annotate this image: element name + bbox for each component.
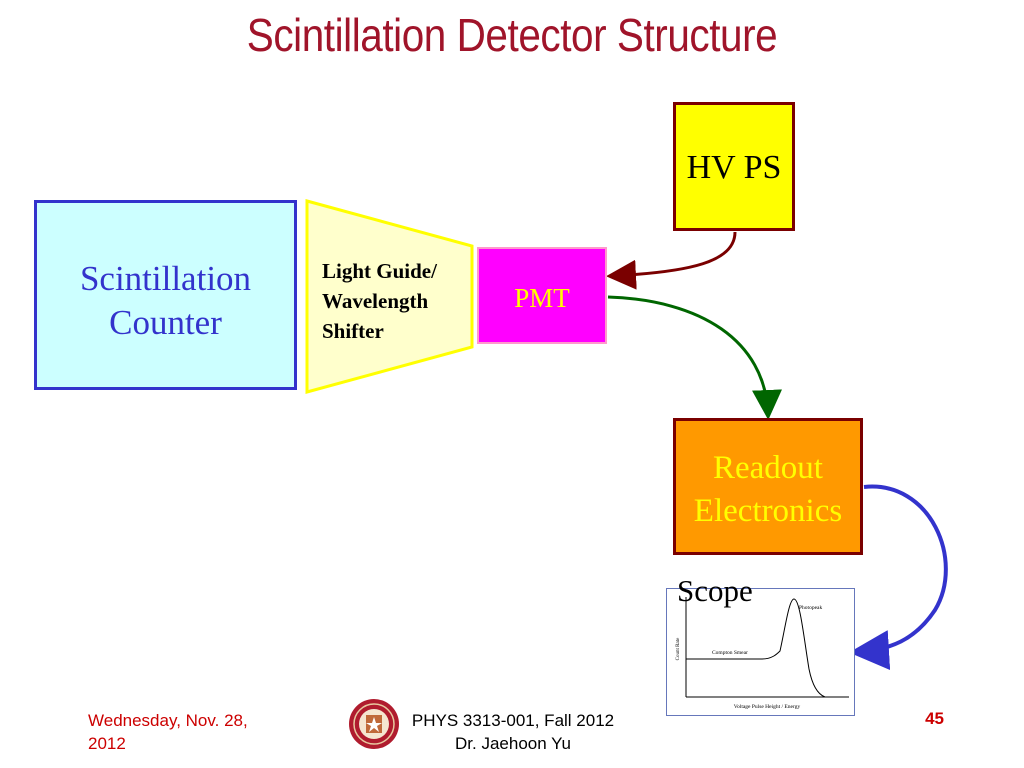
scope-spectrum-curve <box>686 598 826 698</box>
page-number: 45 <box>925 709 944 728</box>
scope-spectrum: Count Rate Voltage Pulse Height / Energy… <box>676 597 849 710</box>
footer-course-line1: PHYS 3313-001, Fall 2012 <box>411 711 615 730</box>
pmt-box: PMT <box>477 247 607 344</box>
footer-course: PHYS 3313-001, Fall 2012 Dr. Jaehoon Yu <box>400 709 626 755</box>
university-seal-icon <box>349 699 399 749</box>
readout-label-line2: Electronics <box>693 493 843 529</box>
counter-label-line1: Scintillation <box>79 259 252 298</box>
scope-peak-label: Photopeak <box>799 605 822 611</box>
scintillation-counter-box: Scintillation Counter <box>34 200 297 390</box>
pmt-to-readout-arrow <box>607 295 782 420</box>
hv-ps-box: HV PS <box>673 102 795 231</box>
light-guide-line3: Shifter <box>322 319 384 343</box>
readout-to-scope-arrow <box>849 484 948 671</box>
hv-to-pmt-arrow <box>606 231 737 290</box>
readout-label-line1: Readout <box>713 450 823 486</box>
slide-title: Scintillation Detector Structure <box>246 9 778 61</box>
light-guide-label: Light Guide/ Wavelength Shifter <box>322 256 487 346</box>
light-guide-line1: Light Guide/ <box>322 259 437 283</box>
hv-ps-label: HV PS <box>686 149 782 186</box>
scope-label: Scope <box>677 573 753 608</box>
readout-electronics-box: Readout Electronics <box>673 418 863 555</box>
scope-plot-box: Count Rate Voltage Pulse Height / Energy… <box>666 588 855 716</box>
light-guide-shape <box>305 199 474 394</box>
light-guide-line2: Wavelength <box>322 289 429 313</box>
scope-y-axis-label: Count Rate <box>676 637 681 660</box>
footer-date-line2: 2012 <box>88 734 126 753</box>
counter-label-line2: Counter <box>109 303 222 342</box>
pmt-label: PMT <box>514 283 570 313</box>
scope-x-axis-label: Voltage Pulse Height / Energy <box>734 704 801 710</box>
footer-course-line2: Dr. Jaehoon Yu <box>455 734 571 753</box>
footer-date-line1: Wednesday, Nov. 28, <box>88 711 248 730</box>
footer-date: Wednesday, Nov. 28, 2012 <box>88 709 268 755</box>
scope-smear-label: Compton Smear <box>712 650 748 656</box>
